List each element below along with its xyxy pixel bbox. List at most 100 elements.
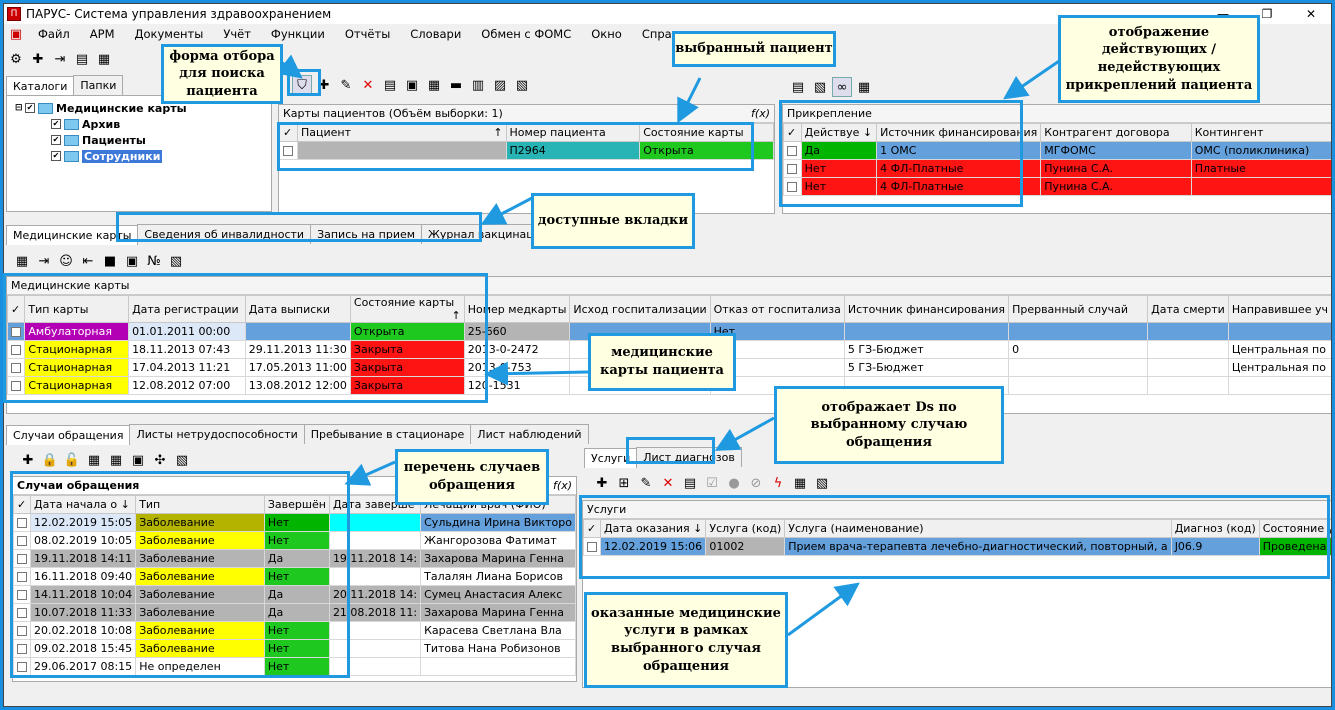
patients-panel: Карты пациентов (Объём выборки: 1)f(x) ✓…: [278, 104, 775, 214]
menu-foms[interactable]: Обмен с ФОМС: [481, 27, 572, 41]
maximize-icon[interactable]: ❐: [1261, 7, 1273, 21]
report-icon[interactable]: ▤: [383, 77, 397, 93]
filter-icon[interactable]: ⛉: [292, 75, 312, 95]
image-icon[interactable]: ▨: [493, 77, 507, 93]
docs-icon[interactable]: ▧: [515, 77, 529, 93]
col-patient[interactable]: Пациент↑: [296, 123, 507, 142]
tab-catalogs[interactable]: Каталоги: [6, 76, 75, 96]
glasses-icon[interactable]: ∞: [832, 77, 852, 97]
tab-diagnoses[interactable]: Лист диагнозов: [636, 447, 742, 467]
docs-icon[interactable]: ▧: [815, 475, 829, 491]
cancel-icon[interactable]: ⊘: [750, 475, 762, 491]
add-box-icon[interactable]: ⊞: [618, 475, 630, 491]
check-icon[interactable]: ☑: [706, 475, 718, 491]
doc-icon[interactable]: ▤: [75, 51, 89, 67]
menu-docs[interactable]: Документы: [134, 27, 204, 41]
tab-sick-leave[interactable]: Листы нетрудоспособности: [129, 424, 305, 444]
tab-disability[interactable]: Сведения об инвалидности: [137, 224, 312, 244]
mdi-icon[interactable]: ▣: [9, 26, 23, 42]
person-in-icon[interactable]: ⇥: [38, 253, 50, 269]
col-contractor[interactable]: Контрагент договора: [1040, 123, 1192, 142]
number-icon[interactable]: №: [147, 253, 161, 269]
menu-file[interactable]: Файл: [38, 27, 70, 41]
tree-item-archive[interactable]: ✔Архив: [51, 117, 121, 131]
edit-icon[interactable]: ✎: [640, 475, 652, 491]
col-number[interactable]: Номер пациента: [505, 123, 641, 142]
tab-services[interactable]: Услуги: [584, 448, 638, 468]
network-icon[interactable]: ✣: [154, 452, 166, 468]
menu-reports[interactable]: Отчёты: [344, 27, 391, 41]
docs-icon[interactable]: ▧: [175, 452, 189, 468]
export-icon[interactable]: ▣: [131, 452, 145, 468]
calendar-icon[interactable]: ▦: [427, 77, 441, 93]
exit-icon[interactable]: ⇥: [54, 51, 66, 67]
chart-icon[interactable]: ▥: [471, 77, 485, 93]
money-icon[interactable]: ▬: [449, 77, 463, 93]
person-icon[interactable]: ☺: [59, 253, 73, 269]
calendar-icon[interactable]: ▦: [97, 51, 111, 67]
col-source[interactable]: Источник финансирования: [876, 123, 1042, 142]
menu-dicts[interactable]: Словари: [410, 27, 462, 41]
unlock-icon[interactable]: 🔓: [63, 452, 81, 468]
col-state[interactable]: Состояние карты: [639, 123, 774, 142]
delete-icon[interactable]: ✕: [362, 77, 374, 93]
menu-arm[interactable]: АРМ: [89, 27, 115, 41]
calendar-icon[interactable]: ▦: [15, 253, 29, 269]
export-icon[interactable]: ▣: [125, 253, 139, 269]
circle-icon[interactable]: ●: [728, 475, 740, 491]
col-contingent[interactable]: Контингент: [1190, 123, 1331, 142]
lock-icon[interactable]: 🔒: [41, 452, 59, 468]
tree-item-patients[interactable]: ✔Пациенты: [51, 133, 146, 147]
fx-icon[interactable]: f(x): [751, 107, 770, 120]
add-icon[interactable]: ✚: [596, 475, 608, 491]
tree-root[interactable]: ⊟✔Медицинские карты: [15, 101, 187, 115]
tab-medcards[interactable]: Медицинские карты: [6, 225, 139, 245]
calendar-icon[interactable]: ▦: [793, 475, 807, 491]
tab-folders[interactable]: Папки: [73, 75, 124, 95]
tab-observation[interactable]: Лист наблюдений: [470, 424, 589, 444]
edit-icon[interactable]: ✎: [340, 77, 352, 93]
attach-toolbar: ▤ ▧ ∞ ▦: [788, 74, 874, 100]
person-out-icon[interactable]: ⇤: [82, 253, 94, 269]
docs-icon[interactable]: ▧: [169, 253, 183, 269]
settings-icon[interactable]: ▦: [857, 79, 871, 95]
stop-icon[interactable]: ■: [103, 253, 117, 269]
tree-item-staff[interactable]: ✔Сотрудники: [51, 149, 163, 163]
menu-window[interactable]: Окно: [591, 27, 622, 41]
card-icon[interactable]: ✚: [32, 51, 44, 67]
tab-appointment[interactable]: Запись на прием: [310, 224, 423, 244]
flash-icon[interactable]: ϟ: [773, 475, 783, 491]
fx-icon[interactable]: f(x): [553, 479, 572, 492]
grid2-icon[interactable]: ▦: [109, 452, 123, 468]
col-active[interactable]: Действуе ↓: [800, 123, 878, 142]
menu-functions[interactable]: Функции: [270, 27, 325, 41]
doc-icon[interactable]: ▧: [813, 79, 827, 95]
run-icon[interactable]: ⚙: [10, 51, 22, 67]
delete-icon[interactable]: ✕: [662, 475, 674, 491]
grid-icon[interactable]: ▦: [87, 452, 101, 468]
tab-cases[interactable]: Случаи обращения: [6, 425, 131, 445]
report-icon[interactable]: ▤: [683, 475, 697, 491]
add-icon[interactable]: ✚: [22, 452, 34, 468]
add-icon[interactable]: ✚: [318, 77, 330, 93]
menu-uchet[interactable]: Учёт: [223, 27, 251, 41]
report-icon[interactable]: ▤: [791, 79, 805, 95]
print-icon[interactable]: ▣: [405, 77, 419, 93]
close-icon[interactable]: ✕: [1305, 7, 1317, 21]
tab-hospital-stay[interactable]: Пребывание в стационаре: [303, 424, 472, 444]
